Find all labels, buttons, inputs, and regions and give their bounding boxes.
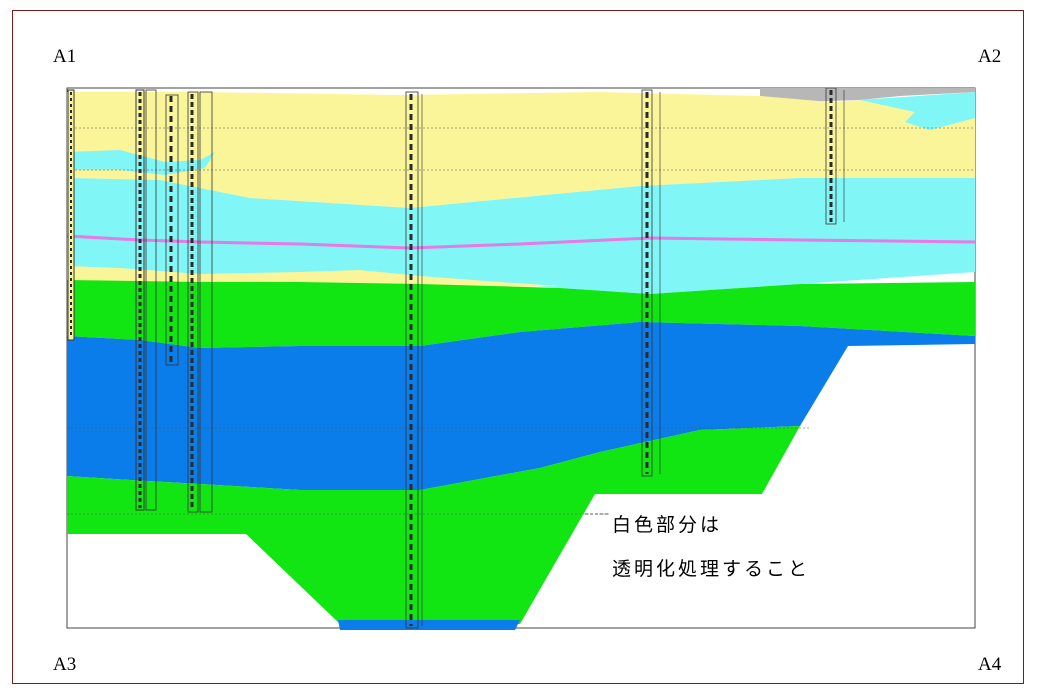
corner-label-a2: A2 xyxy=(978,46,1002,67)
layer-blue xyxy=(67,322,975,490)
borehole-1 xyxy=(67,89,75,341)
corner-label-a1: A1 xyxy=(53,46,77,67)
borehole-6 xyxy=(641,89,661,477)
note-text-line-1: 白色部分は xyxy=(612,514,723,536)
layer-cyan-main xyxy=(67,178,975,294)
layer-green-middle xyxy=(67,280,975,348)
layer-green-lower xyxy=(67,426,800,624)
layer-yellow-thin xyxy=(67,266,560,288)
borehole-2 xyxy=(135,89,157,511)
layer-yellow-top xyxy=(67,92,975,208)
layer-surface-gray-right xyxy=(760,88,975,102)
borehole-4 xyxy=(187,91,213,513)
corner-label-a3: A3 xyxy=(53,654,77,675)
borehole-5 xyxy=(405,91,423,629)
corner-label-a4: A4 xyxy=(978,654,1002,675)
layer-blue-bottom xyxy=(338,620,520,630)
reference-lines xyxy=(67,127,975,515)
borehole-7 xyxy=(825,87,845,225)
note-text-line-2: 透明化処理すること xyxy=(612,558,811,580)
layer-cyan-lens-right xyxy=(860,92,975,130)
borehole-3 xyxy=(165,94,179,366)
